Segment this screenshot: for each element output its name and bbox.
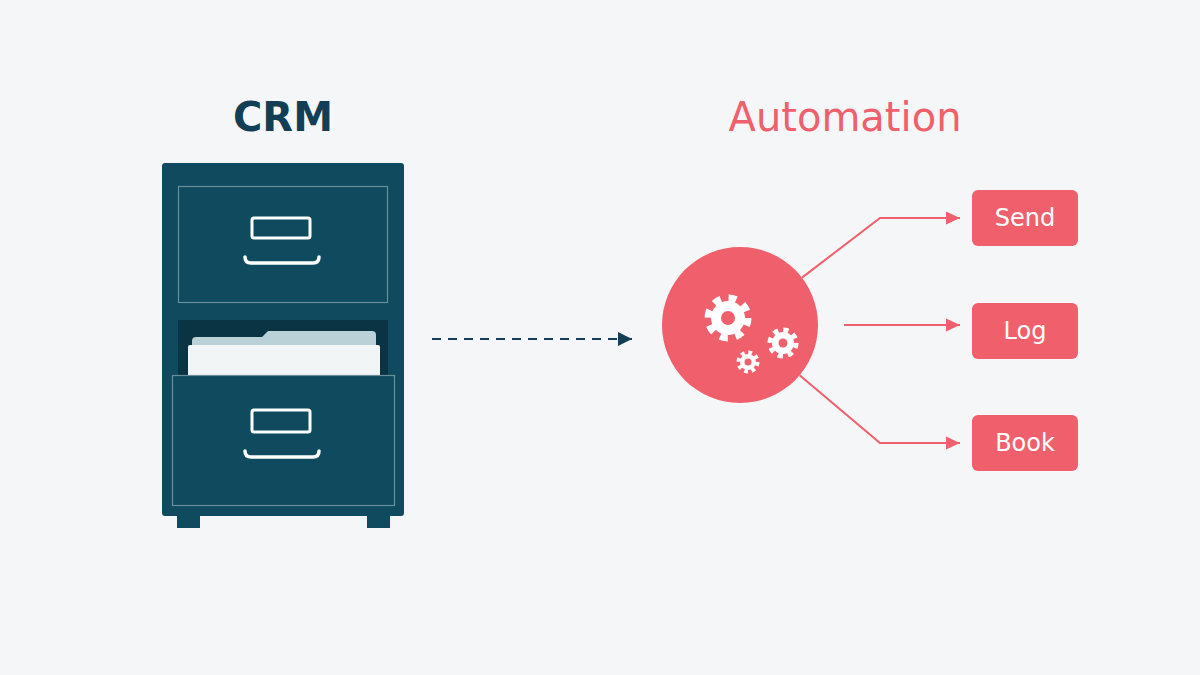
action-box: Log: [972, 303, 1078, 359]
cabinet-foot: [367, 515, 390, 528]
flow-arrow: [844, 324, 960, 326]
flow-arrow: [802, 218, 960, 278]
node-heading: Automation: [729, 95, 962, 139]
filing-cabinet: CRM: [162, 163, 404, 515]
drawer-opening: [178, 320, 388, 380]
cabinet-body: [162, 163, 404, 516]
box-label: Send: [995, 205, 1055, 231]
gears-icon: [662, 247, 818, 403]
bottom-drawer: [173, 376, 395, 506]
gear-large: [708, 298, 748, 338]
node-heading: CRM: [233, 95, 333, 139]
gear-small: [739, 353, 758, 372]
box-label: Book: [995, 430, 1055, 456]
gear-medium: [770, 330, 796, 356]
box-label: Log: [1004, 318, 1047, 344]
flow-arrow: [800, 375, 960, 443]
action-box: Book: [972, 415, 1078, 471]
drawer-label-holder: [252, 410, 310, 432]
automation-circle: Automation: [662, 247, 818, 403]
folder-front: [188, 345, 380, 379]
action-box: Send: [972, 190, 1078, 246]
filing-cabinet-art: [162, 163, 404, 528]
dashed-arrow: [432, 338, 632, 340]
drawer-handle: [245, 451, 319, 457]
cabinet-foot: [177, 515, 200, 528]
top-drawer: [179, 187, 388, 303]
drawer-handle: [245, 257, 319, 263]
drawer-label-holder: [252, 218, 310, 238]
